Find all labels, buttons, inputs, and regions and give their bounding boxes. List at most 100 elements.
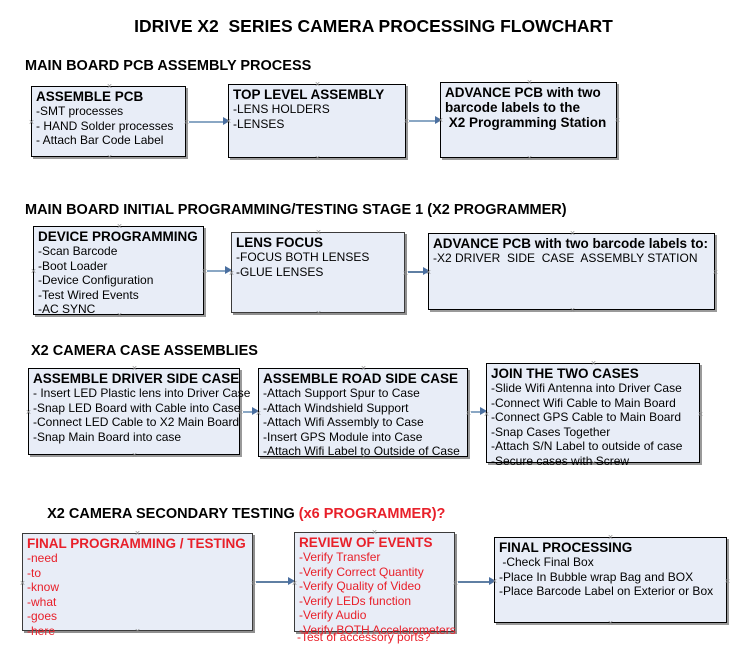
- resize-handle-left[interactable]: [255, 410, 262, 417]
- node-review-of-events[interactable]: REVIEW OF EVENTS -Verify Transfer -Verif…: [291, 529, 456, 637]
- node-line: -Boot Loader: [38, 258, 108, 273]
- resize-handle-left[interactable]: [19, 580, 26, 587]
- resize-handle-top[interactable]: [526, 79, 533, 86]
- node-lens-focus[interactable]: LENS FOCUS -FOCUS BOTH LENSES -GLUE LENS…: [231, 232, 405, 313]
- resize-handle-bottom[interactable]: [607, 620, 614, 627]
- resize-handle-bottom[interactable]: [526, 155, 533, 162]
- resize-handle-top[interactable]: [607, 534, 614, 541]
- section-heading-main-board-initial-programming: MAIN BOARD INITIAL PROGRAMMING/TESTING S…: [25, 202, 567, 218]
- node-assemble-pcb[interactable]: ASSEMBLE PCB -SMT processes - HAND Solde…: [31, 86, 186, 157]
- resize-handle-left[interactable]: [491, 578, 498, 585]
- resize-handle-top[interactable]: [131, 365, 138, 372]
- resize-handle-top[interactable]: [134, 530, 141, 537]
- node-line: -Attach Support Spur to Case: [263, 386, 420, 400]
- node-body: FINAL PROCESSING -Check Final Box -Place…: [495, 538, 726, 599]
- resize-handle-bottom[interactable]: [314, 155, 321, 162]
- node-final-processing[interactable]: FINAL PROCESSING -Check Final Box -Place…: [494, 537, 727, 623]
- node-line: -Attach Wifi Label to Outside of Case: [263, 444, 460, 458]
- resize-handle-left[interactable]: [437, 117, 444, 124]
- section-heading-main-board-pcb-assembly-process: MAIN BOARD PCB ASSEMBLY PROCESS: [25, 58, 312, 74]
- resize-handle-top[interactable]: [590, 360, 597, 367]
- resize-handle-left[interactable]: [425, 269, 432, 276]
- node-line: -Check Final Box: [499, 555, 594, 569]
- resize-handle-right[interactable]: [724, 578, 731, 585]
- resize-handle-left[interactable]: [225, 118, 232, 125]
- resize-handle-left[interactable]: [30, 268, 37, 275]
- resize-handle-bottom[interactable]: [569, 307, 576, 314]
- resize-handle-bottom[interactable]: [131, 452, 138, 459]
- node-advance-pcb-programming-station[interactable]: ADVANCE PCB with two barcode labels to t…: [440, 82, 617, 158]
- node-title: TOP LEVEL ASSEMBLY: [233, 87, 385, 102]
- node-line: - Attach Bar Code Label: [36, 133, 164, 147]
- resize-handle-left[interactable]: [228, 270, 235, 277]
- node-title: LENS FOCUS: [236, 235, 324, 250]
- page-title: IDRIVE X2 SERIES CAMERA PROCESSING FLOWC…: [134, 16, 613, 36]
- node-line: -Test Wired Events: [38, 287, 139, 302]
- node-line: -Verify Correct Quantity: [299, 564, 424, 579]
- node-line: -know: [27, 580, 60, 594]
- resize-handle-left[interactable]: [28, 119, 35, 126]
- node-line: -Connect Wifi Cable to Main Board: [491, 395, 676, 410]
- resize-handle-bottom[interactable]: [106, 154, 113, 161]
- resize-handle-top[interactable]: [315, 229, 322, 236]
- resize-handle-top[interactable]: [116, 223, 123, 230]
- node-advance-pcb-driver-side-case[interactable]: ADVANCE PCB with two barcode labels to: …: [428, 233, 715, 310]
- node-assemble-road-side-case[interactable]: ASSEMBLE ROAD SIDE CASE -Attach Support …: [255, 365, 468, 459]
- node-line: -Verify LEDs function: [299, 593, 412, 608]
- node-line: -what: [27, 594, 57, 609]
- node-line: -Scan Barcode: [38, 244, 118, 258]
- node-body: ASSEMBLE ROAD SIDE CASE -Attach Support …: [259, 369, 467, 459]
- node-title: DEVICE PROGRAMMING: [38, 229, 198, 244]
- node-join-the-two-cases[interactable]: JOIN THE TWO CASES -Slide Wifi Antenna i…: [483, 360, 700, 468]
- resize-handle-bottom[interactable]: [360, 454, 367, 461]
- section-heading-x2-camera-case-assemblies: X2 CAMERA CASE ASSEMBLIES: [31, 343, 258, 359]
- resize-handle-left[interactable]: [483, 411, 490, 418]
- node-body: ADVANCE PCB with two barcode labels to t…: [441, 83, 616, 130]
- resize-handle-bottom[interactable]: [590, 460, 597, 467]
- node-line: -Device Configuration: [38, 273, 154, 287]
- node-line: -Snap Cases Together: [491, 424, 611, 439]
- node-body: JOIN THE TWO CASES -Slide Wifi Antenna i…: [487, 364, 699, 468]
- resize-handle-bottom[interactable]: [315, 310, 322, 317]
- node-line: -Snap Main Board into case: [33, 429, 182, 444]
- node-line: -Attach Windshield Support: [263, 400, 409, 415]
- node-title: ASSEMBLE PCB: [36, 89, 144, 104]
- resize-handle-left[interactable]: [291, 580, 298, 587]
- connector-driver-side-to-road-side: [243, 411, 255, 413]
- resize-handle-top[interactable]: [569, 230, 576, 237]
- node-line: -goes: [27, 609, 58, 623]
- resize-handle-top[interactable]: [314, 81, 321, 88]
- node-top-level-assembly[interactable]: TOP LEVEL ASSEMBLY -LENS HOLDERS -LENSES: [228, 84, 406, 158]
- node-body: REVIEW OF EVENTS -Verify Transfer -Verif…: [295, 533, 456, 637]
- node-title: JOIN THE TWO CASES: [491, 366, 639, 381]
- resize-handle-top[interactable]: [106, 83, 113, 90]
- connector-final-programming-to-review-of-events: [256, 581, 290, 583]
- node-line: -Connect LED Cable to X2 Main Board: [33, 415, 240, 429]
- resize-handle-bottom[interactable]: [116, 312, 123, 319]
- resize-handle-left[interactable]: [25, 409, 32, 416]
- node-line: -AC SYNC: [38, 302, 96, 316]
- node-line: -LENSES: [233, 116, 285, 131]
- node-body: ASSEMBLE PCB -SMT processes - HAND Solde…: [32, 87, 185, 148]
- resize-handle-right[interactable]: [697, 411, 704, 418]
- resize-handle-bottom[interactable]: [134, 628, 141, 635]
- section-heading-x2-camera-secondary-testing: X2 CAMERA SECONDARY TESTING (x6 PROGRAMM…: [31, 490, 445, 538]
- node-line: -Insert GPS Module into Case: [263, 429, 423, 444]
- resize-handle-top[interactable]: [360, 365, 367, 372]
- node-line: -Verify Audio: [299, 608, 367, 622]
- node-final-programming-testing[interactable]: FINAL PROGRAMMING / TESTING -need -to -k…: [19, 530, 253, 638]
- resize-handle-top[interactable]: [371, 529, 378, 536]
- node-title: ASSEMBLE ROAD SIDE CASE: [263, 371, 459, 386]
- resize-handle-right[interactable]: [712, 269, 719, 276]
- node-body: LENS FOCUS -FOCUS BOTH LENSES -GLUE LENS…: [232, 233, 404, 279]
- node-title: X2 Programming Station: [445, 115, 607, 130]
- node-line: -Place Barcode Label on Exterior or Box: [499, 584, 714, 598]
- connector-lens-focus-to-advance-pcb: [408, 271, 427, 273]
- node-line: - HAND Solder processes: [36, 118, 174, 133]
- node-assemble-driver-side-case[interactable]: ASSEMBLE DRIVER SIDE CASE - Insert LED P…: [25, 365, 250, 455]
- resize-handle-right[interactable]: [614, 117, 621, 124]
- node-device-programming[interactable]: DEVICE PROGRAMMING -Scan Barcode -Boot L…: [30, 223, 204, 316]
- node-line: -Secure cases with Screw: [491, 453, 630, 468]
- node-line: -Snap LED Board with Cable into Case: [33, 400, 241, 415]
